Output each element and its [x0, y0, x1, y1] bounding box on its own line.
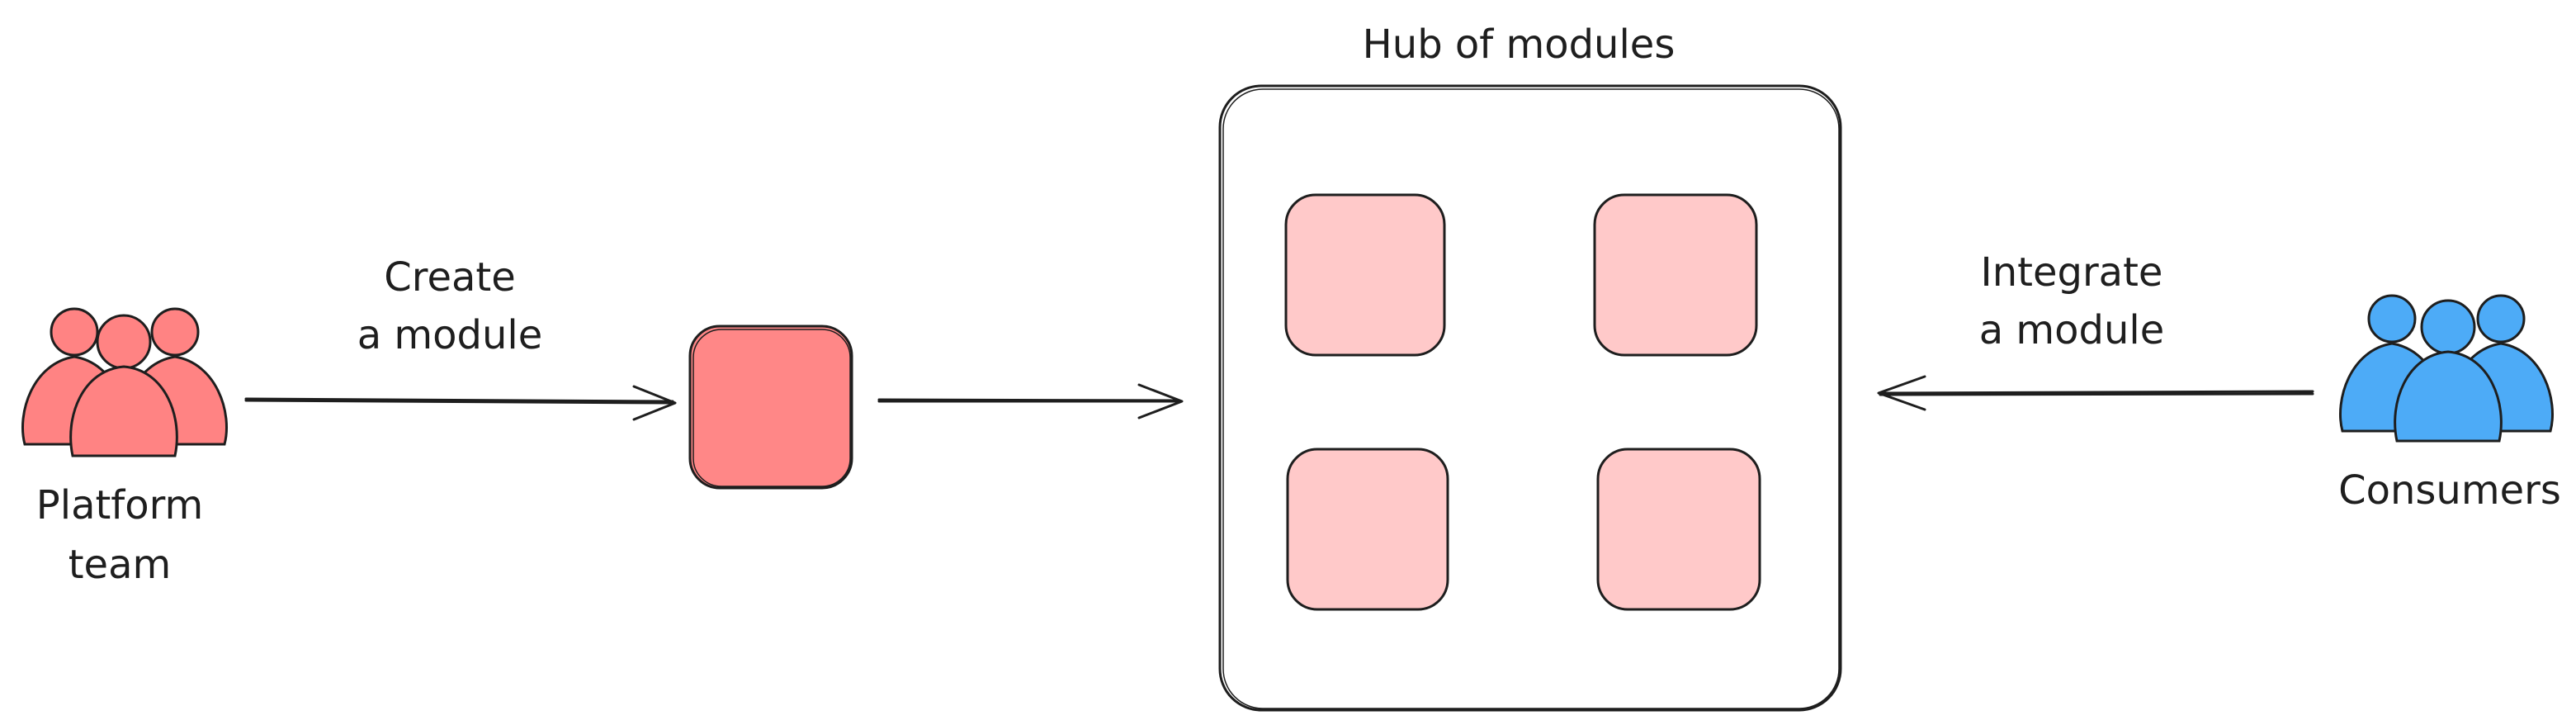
hub-title: Hub of modules — [1363, 21, 1676, 68]
platform-team-icon — [21, 307, 228, 457]
create-arrow-label-line1: Create — [384, 254, 516, 301]
platform-team-label-line2: team — [69, 542, 172, 588]
publish-arrow — [877, 383, 1184, 419]
hub-module-3 — [1286, 448, 1449, 611]
hub-module-1 — [1284, 193, 1446, 357]
integrate-arrow-label-line1: Integrate — [1981, 249, 2163, 296]
hub-module-4 — [1596, 448, 1761, 611]
consumers-icon — [2339, 294, 2554, 443]
platform-team-label-line1: Platform — [36, 482, 203, 528]
hub-container — [1218, 84, 1842, 712]
hub-module-2 — [1593, 193, 1758, 357]
integrate-arrow-label-line2: a module — [1979, 307, 2165, 353]
create-arrow — [244, 385, 677, 421]
consumers-label: Consumers — [2338, 467, 2561, 514]
create-arrow-label-line2: a module — [357, 312, 543, 358]
new-module-block — [688, 325, 853, 490]
integrate-arrow — [1877, 375, 2314, 411]
